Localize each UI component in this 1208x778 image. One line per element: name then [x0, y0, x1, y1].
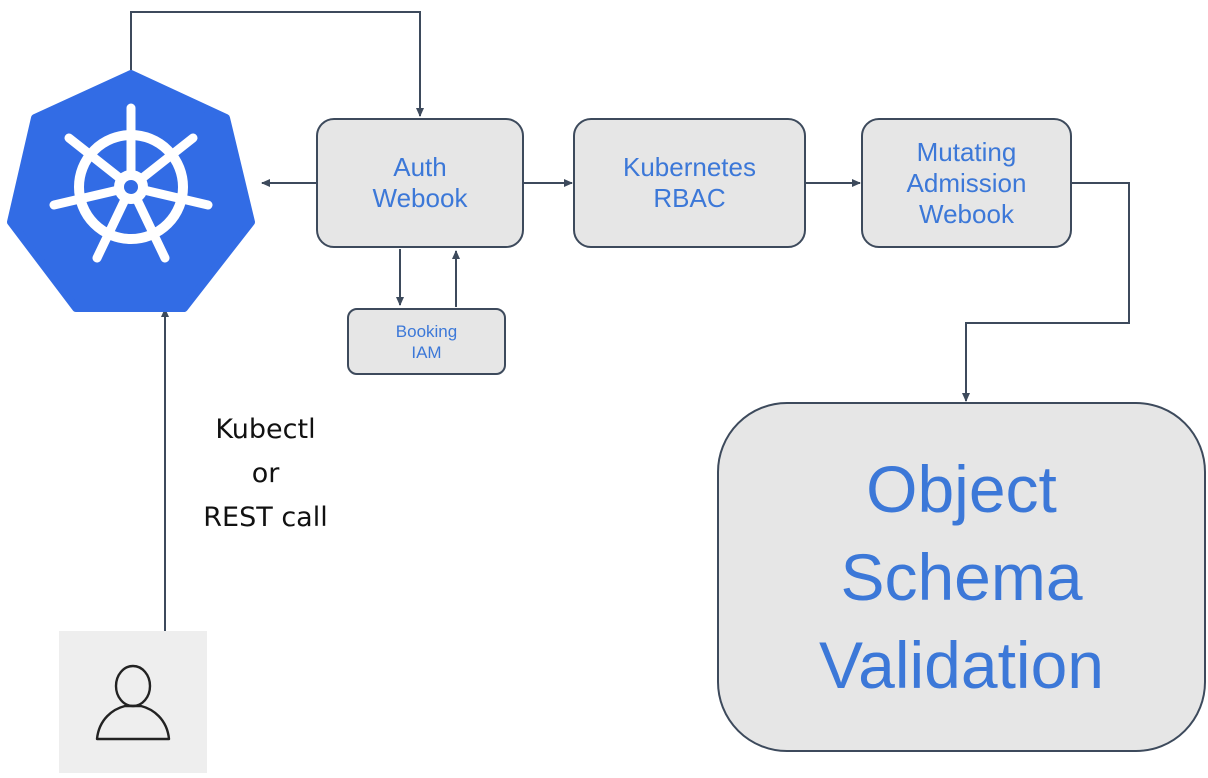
client-label-line-1: Kubectl	[215, 414, 316, 445]
arrow-mutating-to-validation	[962, 182, 1130, 402]
validation-line-1: Object	[866, 452, 1057, 526]
rbac-line-1: Kubernetes	[623, 152, 756, 182]
auth-webhook-line-1: Auth	[393, 152, 447, 182]
user-icon	[95, 664, 171, 741]
mutating-line-1: Mutating	[916, 136, 1017, 167]
mutating-admission-webhook-box: Mutating Admission Webook	[861, 118, 1072, 248]
kubernetes-rbac-box: Kubernetes RBAC	[573, 118, 806, 248]
iam-line-1: Booking	[395, 321, 458, 341]
kubernetes-helm-logo-icon	[7, 70, 255, 312]
validation-line-3: Validation	[819, 628, 1104, 702]
booking-iam-box: Booking IAM	[347, 308, 506, 375]
validation-line-2: Schema	[840, 540, 1083, 614]
client-label-line-2: or	[251, 458, 280, 489]
auth-webhook-box: Auth Webook	[316, 118, 524, 248]
user-tile	[59, 631, 207, 773]
mutating-line-2: Admission	[906, 167, 1027, 198]
auth-webhook-line-2: Webook	[372, 183, 468, 213]
mutating-line-3: Webook	[919, 198, 1014, 229]
arrow-logo-to-auth	[130, 11, 424, 117]
client-label-line-3: REST call	[203, 502, 328, 533]
rbac-line-2: RBAC	[653, 183, 726, 213]
client-request-label: Kubectl or REST call	[183, 408, 348, 540]
object-schema-validation-box: Object Schema Validation	[717, 402, 1206, 752]
iam-line-2: IAM	[411, 342, 442, 362]
